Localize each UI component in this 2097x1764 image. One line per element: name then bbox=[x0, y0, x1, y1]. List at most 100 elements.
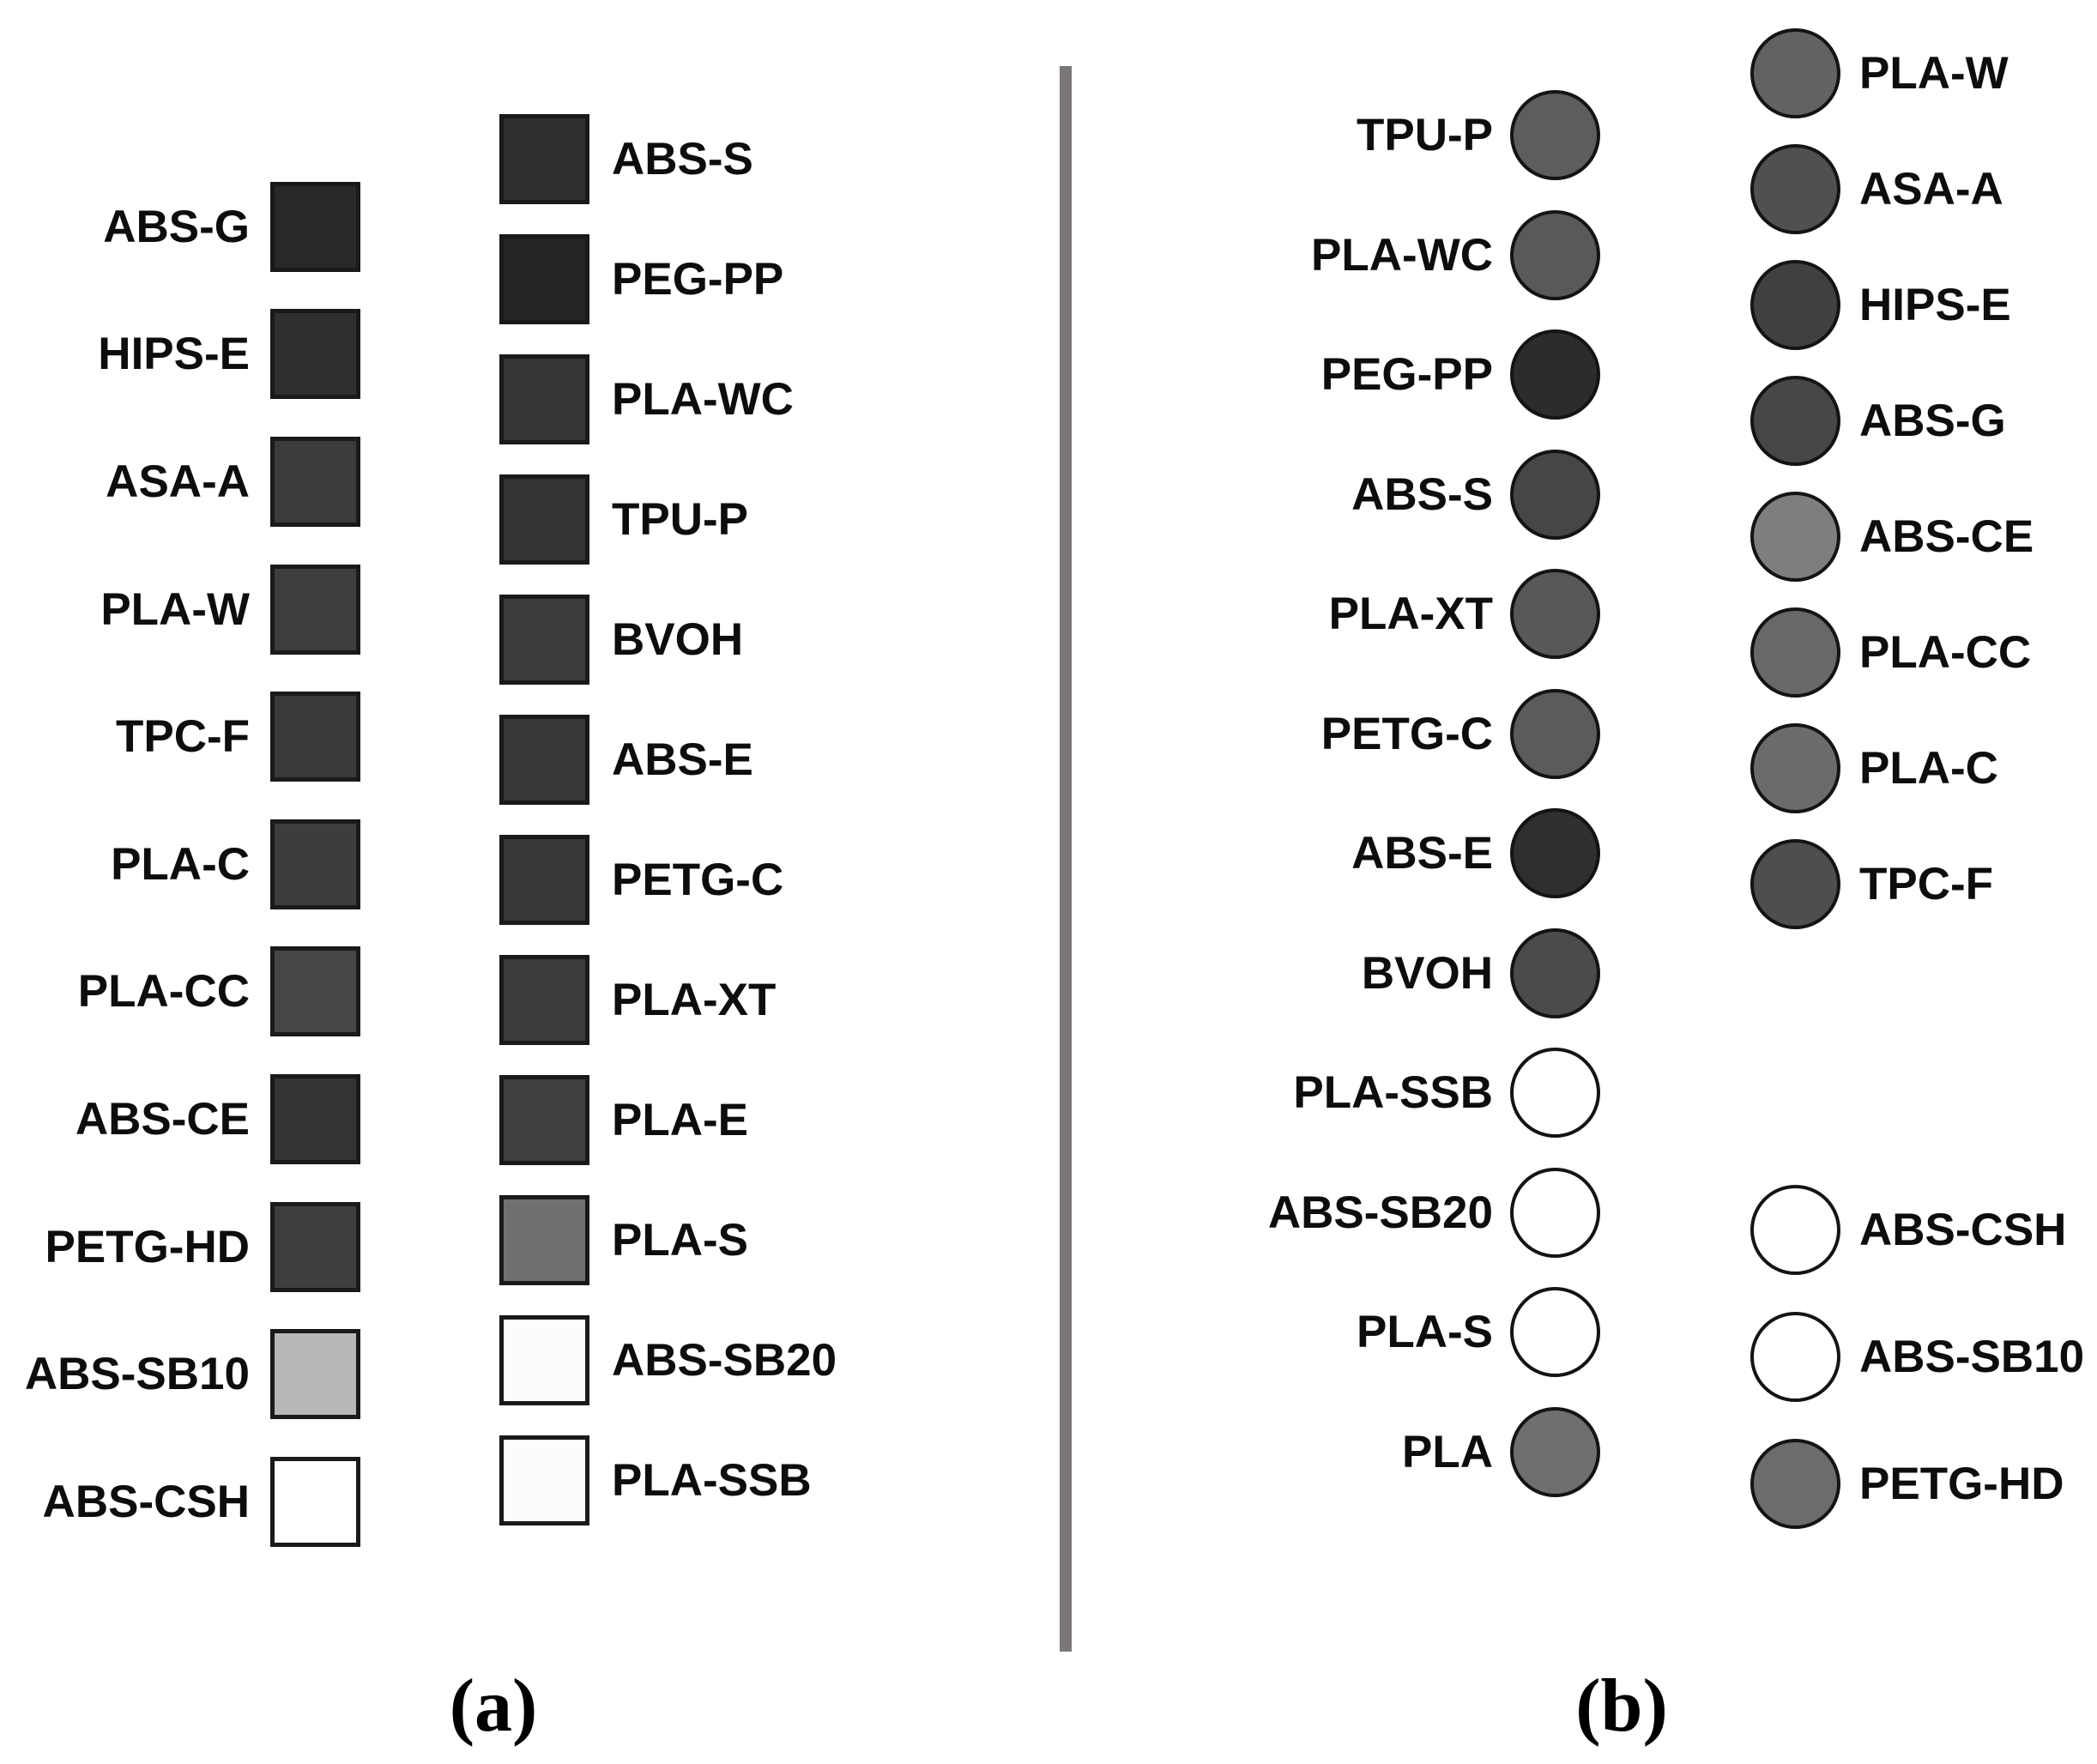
material-label: PEG-PP bbox=[612, 253, 784, 305]
material-swatch-circle bbox=[1510, 808, 1600, 899]
panel-b-column-2-top: PLA-W ASA-A HIPS-E ABS-G ABS-CE PLA-CC P… bbox=[1750, 15, 2094, 942]
material-label: ABS-CE bbox=[1859, 511, 2034, 562]
material-row: PETG-HD bbox=[34, 1183, 360, 1311]
panel-b-column-2-bottom: ABS-CSH ABS-SB10 PETG-HD bbox=[1750, 1166, 2094, 1547]
material-swatch-circle bbox=[1510, 688, 1600, 779]
material-row: PLA-SSB bbox=[1184, 1033, 1600, 1153]
material-label: ASA-A bbox=[1859, 164, 2003, 214]
material-row: ABS-E bbox=[499, 699, 1048, 819]
panel-a-column-2: ABS-S PEG-PP PLA-WC TPU-P BVOH ABS-E PET… bbox=[499, 99, 1048, 1540]
material-row: ABS-CE bbox=[1750, 479, 2094, 595]
material-swatch-square bbox=[499, 714, 589, 805]
material-row: PLA-S bbox=[499, 1180, 1048, 1300]
material-swatch-circle bbox=[1750, 492, 1840, 582]
material-row: PETG-C bbox=[499, 819, 1048, 939]
material-swatch-circle bbox=[1510, 569, 1600, 660]
material-swatch-square bbox=[499, 113, 589, 204]
material-label: PLA-C bbox=[1859, 743, 1998, 794]
material-swatch-circle bbox=[1510, 449, 1600, 540]
material-row: PLA-SSB bbox=[499, 1420, 1048, 1540]
material-row: PLA-C bbox=[34, 800, 360, 928]
material-swatch-circle bbox=[1510, 90, 1600, 181]
material-label: ABS-SB10 bbox=[24, 1349, 250, 1400]
material-label: PLA-S bbox=[612, 1214, 748, 1266]
material-label: PLA-S bbox=[1357, 1307, 1493, 1358]
material-row: BVOH bbox=[499, 579, 1048, 699]
material-label: PETG-C bbox=[612, 854, 784, 905]
material-swatch-circle bbox=[1750, 260, 1840, 350]
panel-a-column-1: ABS-G HIPS-E ASA-A PLA-W TPC-F PLA-C PLA… bbox=[25, 163, 360, 1566]
material-label: PLA-W bbox=[1859, 48, 2009, 99]
material-row: HIPS-E bbox=[34, 291, 360, 419]
material-swatch-circle bbox=[1750, 1438, 1840, 1529]
material-label: PLA-WC bbox=[1311, 229, 1493, 281]
material-swatch-circle bbox=[1510, 1167, 1600, 1258]
material-label: PEG-PP bbox=[1320, 349, 1493, 401]
material-label: ABS-SB10 bbox=[1859, 1331, 2085, 1382]
material-row: ABS-SB20 bbox=[499, 1300, 1048, 1420]
material-swatch-square bbox=[270, 181, 360, 272]
material-swatch-square bbox=[499, 353, 589, 444]
material-row: TPC-F bbox=[34, 673, 360, 800]
material-row: PLA-CC bbox=[34, 928, 360, 1056]
material-swatch-square bbox=[270, 946, 360, 1037]
material-swatch-square bbox=[499, 233, 589, 324]
material-row: ABS-S bbox=[499, 99, 1048, 219]
material-label: ABS-CSH bbox=[1859, 1204, 2067, 1255]
material-label: HIPS-E bbox=[1859, 280, 2011, 330]
material-swatch-circle bbox=[1510, 927, 1600, 1018]
material-label: TPC-F bbox=[1859, 859, 1994, 909]
material-label: TPC-F bbox=[115, 711, 250, 763]
material-label: PLA-CC bbox=[77, 966, 250, 1018]
material-row: ABS-SB10 bbox=[1750, 1293, 2094, 1420]
material-swatch-square bbox=[499, 1194, 589, 1285]
material-swatch-square bbox=[270, 819, 360, 909]
material-row: PLA-CC bbox=[1750, 595, 2094, 710]
material-row: PLA-C bbox=[1750, 710, 2094, 826]
material-row: ABS-S bbox=[1184, 435, 1600, 555]
material-row: ASA-A bbox=[1750, 131, 2094, 247]
caption-panel-a: (a) bbox=[449, 1664, 538, 1748]
material-swatch-circle bbox=[1510, 1287, 1600, 1378]
material-label: PLA-SSB bbox=[612, 1454, 812, 1506]
material-swatch-square bbox=[270, 309, 360, 400]
material-label: PLA-E bbox=[612, 1094, 748, 1145]
material-label: PLA-SSB bbox=[1293, 1067, 1493, 1119]
material-label: PLA bbox=[1402, 1426, 1493, 1477]
material-row: BVOH bbox=[1184, 914, 1600, 1034]
material-row: PETG-C bbox=[1184, 674, 1600, 794]
material-swatch-circle bbox=[1750, 28, 1840, 118]
material-label: ABS-G bbox=[103, 201, 250, 252]
material-row: ABS-E bbox=[1184, 794, 1600, 914]
material-swatch-circle bbox=[1510, 1048, 1600, 1139]
material-swatch-circle bbox=[1750, 839, 1840, 929]
material-row: PLA-W bbox=[34, 546, 360, 674]
material-swatch-circle bbox=[1750, 1311, 1840, 1402]
material-row: TPU-P bbox=[499, 459, 1048, 579]
material-swatch-square bbox=[499, 474, 589, 565]
material-label: PETG-HD bbox=[1859, 1458, 2064, 1509]
panel-divider bbox=[1060, 66, 1072, 1652]
material-label: PLA-C bbox=[111, 838, 250, 890]
material-swatch-circle bbox=[1750, 144, 1840, 234]
material-row: ABS-CSH bbox=[1750, 1166, 2094, 1293]
material-swatch-square bbox=[499, 1314, 589, 1405]
material-swatch-circle bbox=[1750, 723, 1840, 813]
material-row: ABS-SB20 bbox=[1184, 1153, 1600, 1273]
material-swatch-square bbox=[499, 1074, 589, 1165]
material-label: ABS-SB20 bbox=[1267, 1187, 1493, 1238]
material-row: PLA bbox=[1184, 1392, 1600, 1513]
material-swatch-square bbox=[270, 436, 360, 527]
material-label: ABS-CSH bbox=[42, 1476, 250, 1527]
material-label: PLA-CC bbox=[1859, 627, 2032, 678]
material-label: TPU-P bbox=[1357, 110, 1493, 161]
material-swatch-square bbox=[499, 594, 589, 685]
material-row: PLA-WC bbox=[1184, 196, 1600, 316]
material-swatch-square bbox=[499, 954, 589, 1045]
material-row: ASA-A bbox=[34, 418, 360, 546]
material-row: PLA-E bbox=[499, 1060, 1048, 1180]
material-label: PETG-HD bbox=[45, 1221, 251, 1272]
material-swatch-square bbox=[499, 1435, 589, 1525]
material-swatch-square bbox=[270, 1201, 360, 1292]
